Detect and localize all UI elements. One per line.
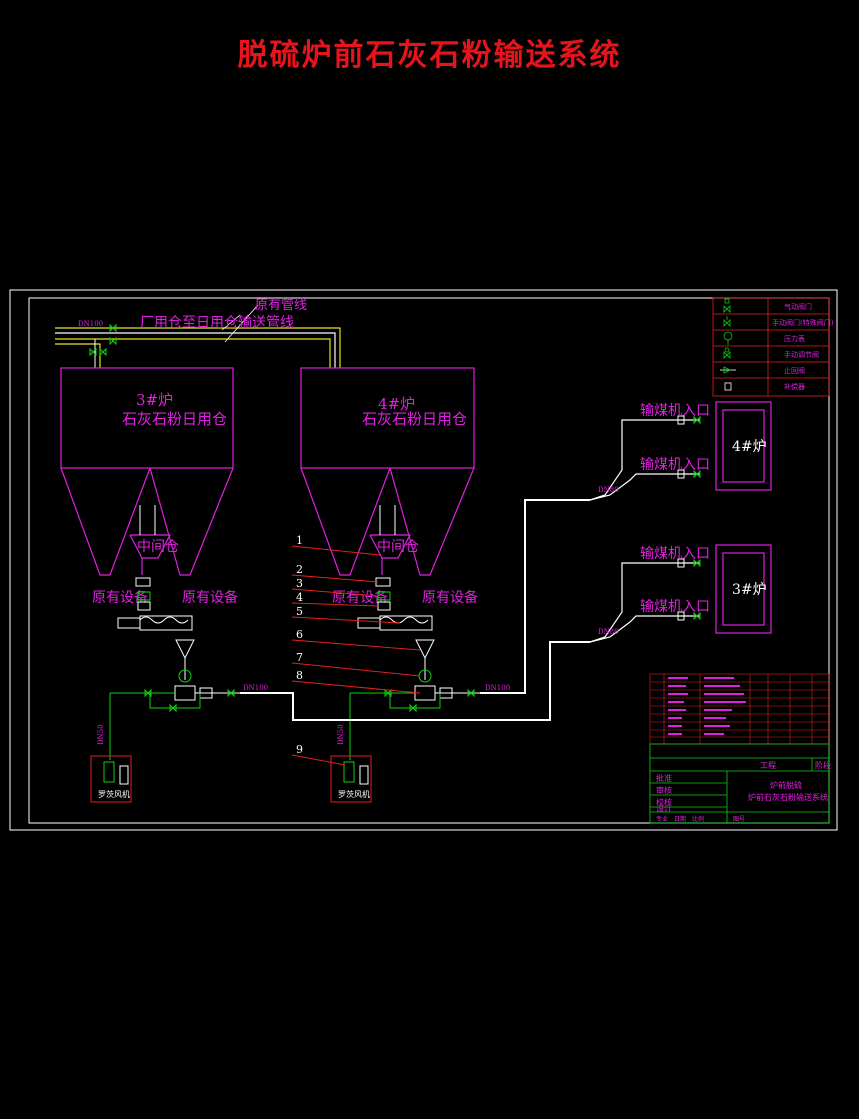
callout-leaders [291, 545, 421, 766]
callout-numbers: 1 2 3 4 5 6 7 8 9 [296, 534, 303, 756]
callout-7: 7 [296, 651, 303, 664]
silo-3-equip-right: 原有设备 [182, 589, 238, 606]
pipe-label-dn80-upper: DN80 [598, 486, 619, 494]
main-conveying-lines [240, 499, 590, 721]
equipment-list-marks [668, 677, 746, 735]
check-valve-icon [720, 366, 736, 374]
callout-5: 5 [296, 605, 303, 618]
feeder-3 [109, 577, 240, 760]
legend-label-4: 手动调节阀 [784, 350, 819, 359]
callout-8: 8 [296, 669, 303, 682]
silo-4-title: 4#炉 [378, 395, 415, 413]
legend [712, 297, 830, 397]
legend-icons [720, 298, 736, 391]
silo-3-equip-left: 原有设备 [92, 589, 148, 606]
top-valves [89, 323, 117, 357]
pressure-gauge-icon [723, 331, 733, 345]
silo-4-feed-lines [379, 505, 396, 535]
callout-2: 2 [296, 563, 303, 576]
pneumatic-valve-icon [723, 298, 731, 313]
manual-valve-icon [723, 316, 731, 327]
legend-label-5: 止回阀 [784, 366, 805, 375]
silo-4-equip-right: 原有设备 [422, 589, 478, 606]
pipe-label-plant-to-daily: 厂用仓至日用仓输送管线 [140, 315, 294, 331]
title-block-drawing-2: 炉前石灰石粉输送系统 [748, 792, 828, 802]
title-block-row-2: 审核 [656, 785, 672, 795]
title-block-text: 工程 阶段 批准 审核 校核 设计 炉前脱硫 炉前石灰石粉输送系统 专业 日期 … [656, 760, 831, 823]
blower-right [330, 755, 372, 803]
pipe-label-dn100-left: DN100 [78, 320, 103, 328]
boiler-3-name: 3#炉 [732, 582, 767, 598]
boiler-3-inlet-bottom: 输煤机入口 [640, 599, 710, 615]
inner-frame [28, 297, 830, 824]
silo-3-intermediate: 中间仓 [137, 539, 179, 555]
callout-9: 9 [296, 743, 303, 756]
page-title: 脱硫炉前石灰石粉输送系统 [237, 38, 622, 73]
boiler-4-inlet-top: 输煤机入口 [640, 403, 710, 419]
silo-3 [60, 367, 234, 576]
legend-label-1: 气动阀门 [784, 302, 812, 311]
silo-3-title: 3#炉 [136, 391, 173, 409]
title-block-row-1: 批准 [656, 773, 672, 783]
pipe-label-dn100-mid-right: DN100 [485, 684, 510, 692]
title-block-row-4: 设计 [656, 803, 672, 813]
pipe-label-original: 原有管线 [255, 298, 307, 313]
title-block-bottom-2: 日期 [674, 815, 686, 823]
boiler-4-name: 4#炉 [732, 439, 767, 455]
boiler-4-inlet-bottom: 输煤机入口 [640, 457, 710, 473]
pipe-label-dn50-right: DN50 [337, 724, 345, 745]
boiler-3-inlet-top: 输煤机入口 [640, 546, 710, 562]
outer-frame [9, 289, 838, 831]
title-block-stage: 阶段 [815, 760, 831, 770]
title-block [649, 743, 830, 824]
legend-label-2: 手动阀门(特殊阀门) [772, 318, 834, 327]
title-block-row-3: 校核 [656, 797, 672, 807]
silo-4-subtitle: 石灰石粉日用仓 [362, 410, 467, 428]
silo-3-subtitle: 石灰石粉日用仓 [122, 410, 227, 428]
callout-3: 3 [296, 577, 303, 590]
feeder-3-valves [144, 688, 235, 713]
pipe-label-dn100-mid-left: DN100 [243, 684, 268, 692]
boiler-feed-lines [589, 419, 700, 643]
title-block-bottom-1: 专业 [656, 815, 668, 823]
callout-6: 6 [296, 628, 303, 641]
title-block-project: 工程 [760, 761, 776, 770]
boiler-inlet-valves [677, 415, 701, 621]
legend-label-3: 压力表 [784, 334, 805, 343]
title-block-bottom-4: 图号 [733, 816, 745, 823]
pipe-label-dn80-lower: DN80 [598, 628, 619, 636]
pipe-label-dn50-left: DN50 [97, 724, 105, 745]
boiler-3 [715, 544, 772, 634]
blower-left [90, 755, 132, 803]
silo-4 [300, 367, 475, 576]
silo-4-intermediate: 中间仓 [377, 539, 419, 555]
compensator-icon [724, 382, 732, 391]
boiler-4 [715, 401, 772, 491]
legend-labels: 气动阀门 手动阀门(特殊阀门) 压力表 手动调节阀 止回阀 补偿器 [772, 302, 834, 391]
legend-label-6: 补偿器 [784, 382, 805, 391]
blower-right-label: 罗茨风机 [338, 789, 370, 799]
blower-left-label: 罗茨风机 [98, 789, 130, 799]
callout-1: 1 [296, 534, 303, 547]
callout-4: 4 [296, 591, 303, 604]
manual-regulator-icon [723, 347, 731, 359]
title-block-drawing-1: 炉前脱硫 [770, 780, 802, 790]
silo-3-feed-lines [139, 505, 156, 535]
title-block-bottom-3: 比例 [692, 815, 704, 823]
